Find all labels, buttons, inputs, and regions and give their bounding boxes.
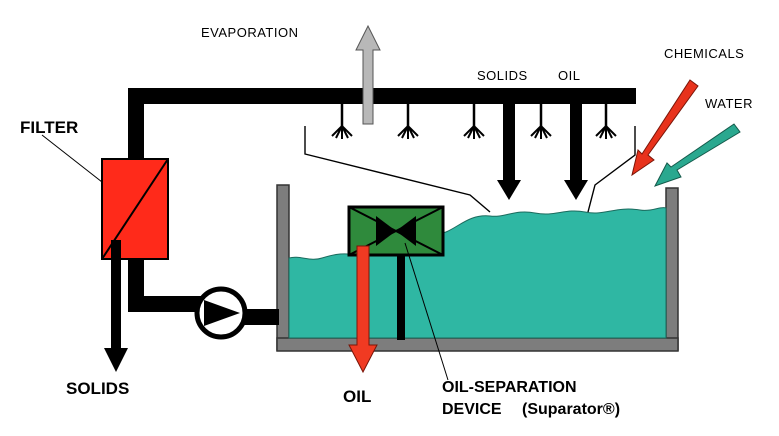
label-device-line1: OIL-SEPARATION <box>442 379 577 396</box>
label-chemicals: CHEMICALS <box>664 46 744 61</box>
tank <box>276 184 679 352</box>
solids-out-arrow <box>104 240 128 372</box>
spray-nozzles <box>331 104 617 139</box>
label-solids-bottom: SOLIDS <box>66 379 129 398</box>
spray-nozzle-icon <box>595 104 617 139</box>
oil-separation-device <box>347 205 449 381</box>
solids-in-arrow <box>497 104 521 200</box>
oil-in-arrow <box>564 104 588 200</box>
pump-icon <box>194 286 248 340</box>
label-filter: FILTER <box>20 118 78 137</box>
label-device-line2: DEVICE <box>442 401 502 418</box>
label-water: WATER <box>705 96 753 111</box>
label-oil-bottom: OIL <box>343 387 371 406</box>
spray-nozzle-icon <box>530 104 552 139</box>
spray-nozzle-icon <box>397 104 419 139</box>
label-oil-top: OIL <box>558 68 580 83</box>
recirculation-pipe <box>128 88 636 325</box>
chemicals-arrow <box>631 79 699 177</box>
spray-shield-right <box>587 126 636 213</box>
filter <box>41 134 169 260</box>
label-evaporation: EVAPORATION <box>201 25 298 40</box>
label-solids-top: SOLIDS <box>477 68 528 83</box>
tank-water <box>288 207 667 339</box>
label-device-brand: (Suparator®) <box>522 401 620 418</box>
evaporation-arrow <box>355 24 381 125</box>
spray-nozzle-icon <box>463 104 485 139</box>
oil-out-arrow <box>348 245 378 374</box>
spray-shield <box>304 126 491 213</box>
water-arrow <box>653 123 741 187</box>
spray-nozzle-icon <box>331 104 353 139</box>
